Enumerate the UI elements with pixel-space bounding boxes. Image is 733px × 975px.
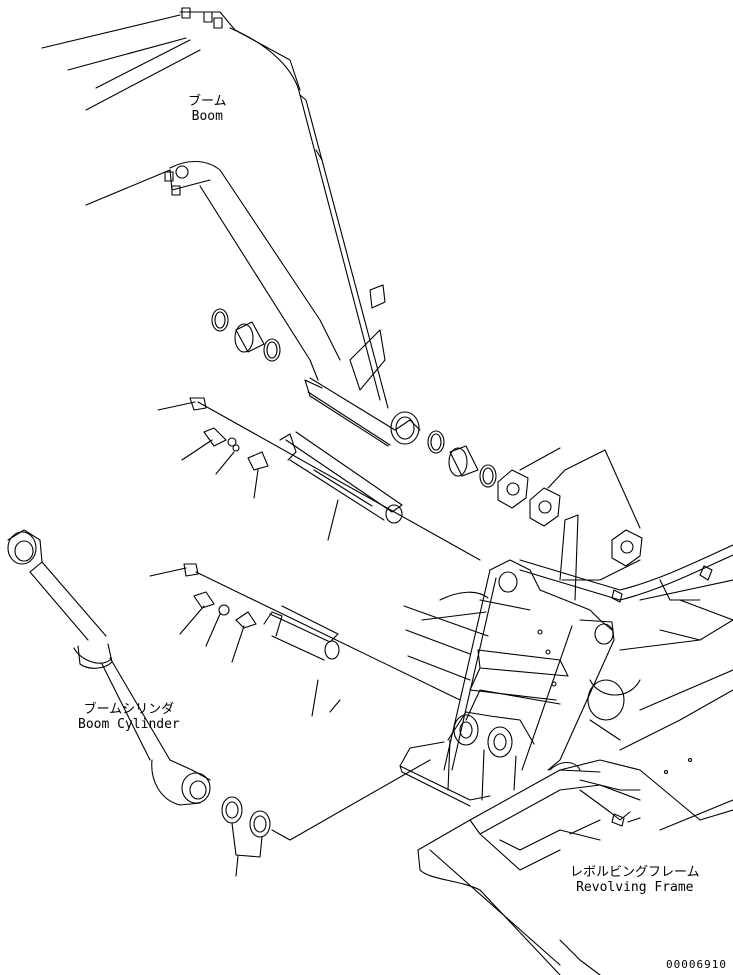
boom-cylinder (8, 530, 210, 805)
boom-arm (42, 8, 420, 446)
revolving-frame-label-jp: レボルビングフレーム (570, 865, 700, 880)
drawing-number: 00006910 (666, 958, 727, 971)
leader-misc (330, 700, 340, 712)
boom-cylinder-pin (150, 564, 460, 716)
revolving-frame-label-en: Revolving Frame (576, 880, 694, 895)
cylinder-collars (222, 760, 430, 876)
boom-label: ブーム Boom (188, 94, 227, 124)
boom-cylinder-label: ブームシリンダ Boom Cylinder (78, 702, 180, 732)
boom-bushing-upper-left (212, 309, 280, 361)
boom-cylinder-label-en: Boom Cylinder (78, 717, 180, 732)
boom-cylinder-label-jp: ブームシリンダ (83, 702, 175, 717)
shim-plates (498, 448, 642, 566)
boom-label-en: Boom (191, 109, 223, 124)
leader-revolving-frame (570, 820, 600, 834)
revolving-frame-label: レボルビングフレーム Revolving Frame (570, 865, 700, 895)
boom-foot-pin (158, 398, 480, 560)
boom-bushing-upper-right (428, 431, 496, 487)
boom-label-jp: ブーム (188, 94, 227, 109)
revolving-frame (400, 515, 733, 975)
